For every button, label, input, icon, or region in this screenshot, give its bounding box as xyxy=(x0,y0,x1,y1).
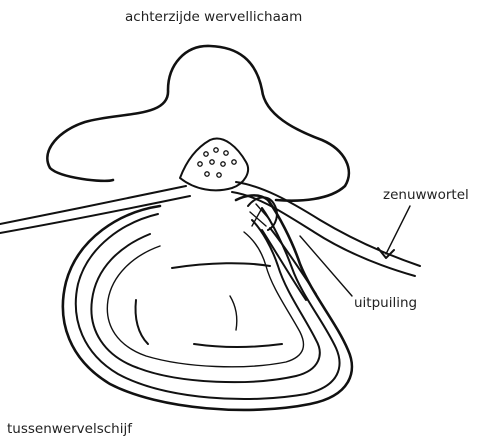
label-nerve-root: zenuwwortel xyxy=(383,189,469,203)
label-disc: tussenwervelschijf xyxy=(7,423,132,437)
disc-texture-stroke xyxy=(194,344,282,347)
bulge-leader xyxy=(300,236,352,296)
nerve-root-leader xyxy=(386,206,410,254)
vertebral-body-outline xyxy=(47,46,348,201)
disc-inner-ring xyxy=(91,220,319,382)
label-vertebral-body-back: achterzijde wervellichaam xyxy=(125,11,302,25)
left-nerve-root-lower xyxy=(0,196,190,233)
label-bulge: uitpuiling xyxy=(354,297,417,311)
disc-texture-stroke xyxy=(230,296,237,330)
nerve-fibers-dots xyxy=(198,148,236,177)
disc-texture-stroke xyxy=(172,263,270,268)
disc-texture-stroke xyxy=(136,300,149,344)
